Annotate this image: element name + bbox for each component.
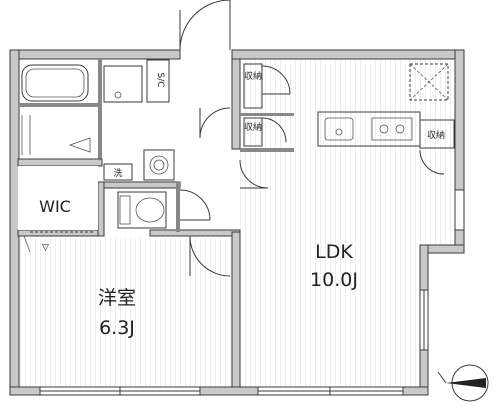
- storage3-label: 収納: [427, 129, 445, 141]
- western-room-size: 6.3J: [99, 317, 135, 339]
- shoe-cabinet: S/C: [146, 59, 170, 103]
- refrigerator-space: [409, 63, 449, 101]
- windows: [39, 189, 465, 396]
- western-room-name: 洋室: [98, 287, 136, 309]
- washing-machine: [143, 149, 175, 181]
- ldk-name: LDK: [315, 241, 353, 263]
- western-room-floor: [18, 238, 236, 387]
- shower-area: [21, 115, 91, 155]
- storage2-label: 収納: [244, 121, 262, 133]
- wic: WIC: [18, 166, 98, 233]
- storage-1: 収納: [243, 63, 263, 109]
- storage1-label: 収納: [244, 70, 262, 82]
- toilet: [117, 191, 167, 229]
- sic-label: S/C: [155, 72, 165, 87]
- bathtub: [21, 64, 89, 102]
- interior-walls: [17, 58, 294, 388]
- svg-text:▽: ▽: [42, 243, 49, 253]
- storage-2: 収納: [243, 117, 263, 147]
- doors: ▽: [23, 0, 445, 277]
- wic-label: WIC: [39, 197, 71, 216]
- compass-icon: [437, 364, 489, 402]
- wash-label: 洗: [113, 167, 122, 179]
- ldk-size: 10.0J: [310, 269, 358, 291]
- kitchen-counter: [317, 111, 421, 147]
- washbasin: [103, 65, 143, 103]
